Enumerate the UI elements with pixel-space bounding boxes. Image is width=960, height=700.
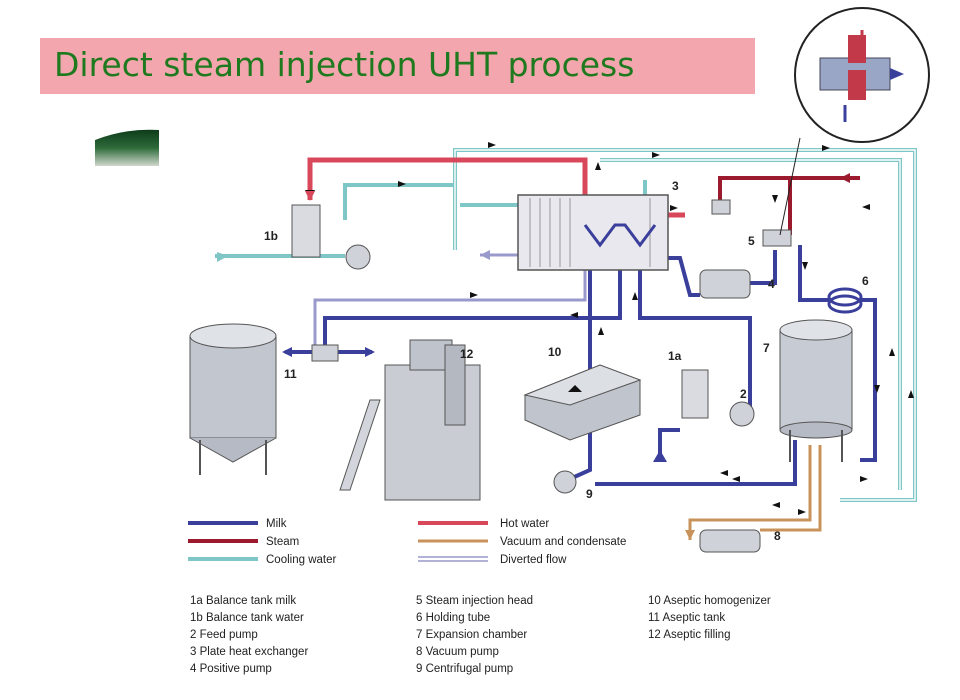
label-11: 11: [284, 367, 297, 381]
centrifugal-pump: [553, 470, 577, 494]
flow-arrows: [217, 142, 914, 540]
valve-cluster: [311, 344, 339, 362]
label-5: 5: [748, 234, 755, 248]
key-item: 7 Expansion chamber: [416, 629, 528, 641]
steam-injection-head: [711, 199, 792, 247]
legend-milk: Milk: [188, 518, 287, 530]
positive-pump: [699, 269, 751, 299]
legend-diverted: Diverted flow: [418, 554, 567, 566]
label-1a: 1a: [668, 349, 682, 363]
label-10: 10: [548, 345, 562, 359]
key-item: 11 Aseptic tank: [648, 612, 726, 624]
legend: Milk Steam Cooling water Hot water Vacuu…: [188, 518, 626, 566]
key-item: 10 Aseptic homogenizer: [648, 595, 771, 607]
label-1b: 1b: [264, 229, 278, 243]
legend-label-hot-water: Hot water: [500, 518, 549, 530]
aseptic-filling-machine: [339, 339, 481, 501]
legend-vacuum: Vacuum and condensate: [418, 536, 626, 548]
key-item: 4 Positive pump: [190, 663, 272, 675]
plate-heat-exchanger: [517, 194, 669, 271]
legend-cooling-water: Cooling water: [188, 554, 336, 566]
label-3: 3: [672, 179, 679, 193]
aseptic-tank: [189, 323, 277, 475]
legend-steam: Steam: [188, 536, 299, 548]
holding-tube: [827, 287, 863, 314]
label-7: 7: [763, 341, 770, 355]
key-item: 6 Holding tube: [416, 612, 491, 624]
legend-label-steam: Steam: [266, 536, 299, 548]
key-item: 5 Steam injection head: [416, 595, 533, 607]
legend-label-milk: Milk: [266, 518, 287, 530]
label-2: 2: [740, 387, 747, 401]
steam-injection-detail-inset: [779, 7, 930, 236]
title-banner: Direct steam injection UHT process: [40, 38, 755, 94]
legend-hot-water: Hot water: [418, 518, 549, 530]
label-4: 4: [768, 277, 775, 291]
key-item: 3 Plate heat exchanger: [190, 646, 309, 658]
component-numbers: 1b 3 5 4 6 7 10 1a 2 11 12 9 8: [264, 179, 869, 543]
key-item: 1a Balance tank milk: [190, 595, 297, 607]
label-8: 8: [774, 529, 781, 543]
cooling-water-white-core: [454, 149, 916, 501]
label-6: 6: [862, 274, 869, 288]
legend-label-vacuum: Vacuum and condensate: [500, 536, 626, 548]
label-12: 12: [460, 347, 474, 361]
key-item: 1b Balance tank water: [190, 612, 304, 624]
legend-label-cooling-water: Cooling water: [266, 554, 336, 566]
key-item: 12 Aseptic filling: [648, 629, 731, 641]
aseptic-homogenizer: [523, 364, 642, 441]
vacuum-pump: [699, 529, 761, 553]
page-title: Direct steam injection UHT process: [54, 45, 635, 84]
vacuum-condensate-lines: [688, 445, 822, 540]
expansion-chamber: [779, 319, 853, 462]
leaf-logo-icon: [95, 129, 159, 166]
legend-label-diverted: Diverted flow: [500, 554, 567, 566]
key-item: 2 Feed pump: [190, 629, 258, 641]
balance-tank-milk: [653, 369, 755, 462]
key-item: 9 Centrifugal pump: [416, 663, 514, 675]
balance-tank-water: [291, 204, 371, 270]
key-item: 8 Vacuum pump: [416, 646, 499, 658]
label-9: 9: [586, 487, 593, 501]
